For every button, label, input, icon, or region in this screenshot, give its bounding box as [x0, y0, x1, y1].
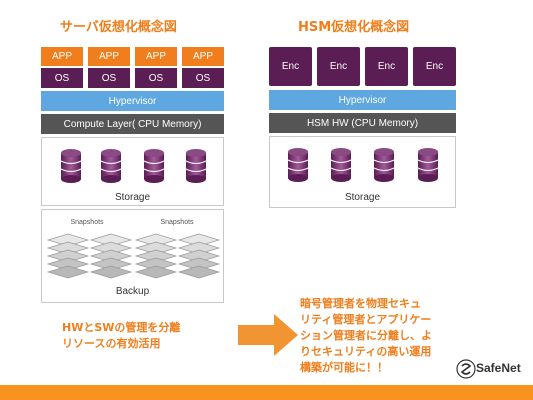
- database-icon: [330, 148, 352, 182]
- right-message-line-4: りセキュリティの高い運用: [300, 345, 432, 358]
- safenet-logo-text: SafeNet: [476, 361, 521, 375]
- snapshot-stack-icon: [89, 233, 133, 279]
- database-icon: [100, 149, 122, 183]
- hsm-storage-disks: [287, 148, 439, 182]
- snapshots-label-2: Snapshots: [160, 219, 194, 226]
- left-message: HWとSWの管理を分離 リソースの有効活用: [62, 320, 180, 352]
- os-box-3: OS: [135, 68, 177, 88]
- hsm-hypervisor-bar: Hypervisor: [269, 90, 456, 110]
- compute-layer-bar: Compute Layer( CPU Memory): [41, 114, 224, 134]
- snapshot-stack-icon: [46, 233, 90, 279]
- app-box-2: APP: [88, 47, 130, 66]
- os-box-1: OS: [41, 68, 83, 88]
- hsm-storage-panel: Storage: [269, 136, 456, 208]
- hsm-diagram-title: HSM仮想化概念図: [298, 20, 410, 35]
- backup-label: Backup: [115, 286, 150, 297]
- enc-box-3: Enc: [365, 47, 408, 86]
- app-box-4: APP: [182, 47, 224, 66]
- database-icon: [60, 149, 82, 183]
- right-message-line-3: ション管理者に分離し、よ: [300, 329, 432, 342]
- enc-box-2: Enc: [317, 47, 360, 86]
- database-icon: [373, 148, 395, 182]
- server-storage-panel: Storage: [41, 137, 224, 206]
- right-message: 暗号管理者を物理セキュ リティ管理者とアプリケー ション管理者に分離し、よ りセ…: [300, 296, 432, 376]
- hsm-storage-label: Storage: [344, 192, 381, 203]
- left-message-line-2: リソースの有効活用: [62, 337, 161, 350]
- database-icon: [417, 148, 439, 182]
- right-message-line-2: リティ管理者とアプリケー: [300, 313, 432, 326]
- snapshots-label-1: Snapshots: [70, 219, 104, 226]
- right-message-line-1: 暗号管理者を物理セキュ: [300, 297, 421, 310]
- server-storage-label: Storage: [114, 192, 151, 203]
- os-box-2: OS: [88, 68, 130, 88]
- left-message-line-1: HWとSWの管理を分離: [62, 321, 181, 334]
- enc-box-1: Enc: [269, 47, 312, 86]
- right-message-line-5: 構築が可能に！！: [300, 361, 388, 374]
- enc-box-4: Enc: [413, 47, 456, 86]
- arrow-right-icon: [238, 314, 298, 356]
- snapshot-stack-icon: [177, 233, 221, 279]
- database-icon: [287, 148, 309, 182]
- app-box-3: APP: [135, 47, 177, 66]
- hsm-hw-bar: HSM HW (CPU Memory): [269, 113, 456, 133]
- snapshot-stack-icon: [134, 233, 178, 279]
- safenet-logo-icon: [456, 359, 476, 379]
- database-icon: [143, 149, 165, 183]
- database-icon: [185, 149, 207, 183]
- backup-panel: Snapshots Snapshots: [41, 209, 224, 303]
- server-storage-disks: [60, 149, 207, 183]
- bottom-accent-bar: [0, 385, 533, 400]
- safenet-logo: SafeNet: [456, 358, 530, 380]
- os-box-4: OS: [182, 68, 224, 88]
- server-hypervisor-bar: Hypervisor: [41, 91, 224, 111]
- app-box-1: APP: [41, 47, 83, 66]
- snapshot-stacks: [46, 233, 221, 279]
- server-diagram-title: サーバ仮想化概念図: [60, 20, 177, 35]
